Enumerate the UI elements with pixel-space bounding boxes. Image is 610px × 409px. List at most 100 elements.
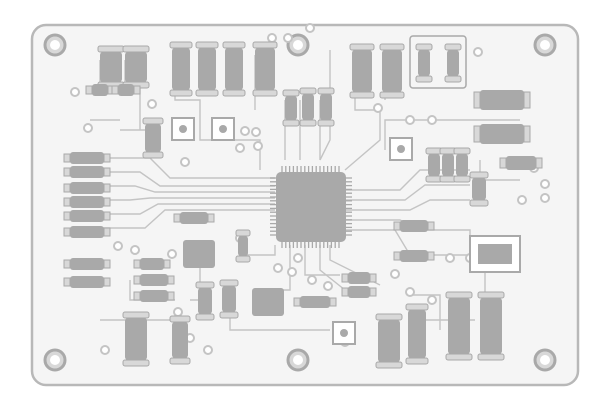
- component-lead: [293, 297, 301, 307]
- via: [445, 253, 455, 263]
- via: [293, 253, 303, 263]
- component-lead: [207, 213, 215, 223]
- component-lead: [379, 91, 405, 99]
- axial-component: [225, 48, 243, 90]
- axial-component: [506, 156, 536, 170]
- component-lead: [219, 279, 239, 287]
- axial-component: [198, 48, 216, 90]
- axial-component: [382, 50, 402, 92]
- axial-component: [428, 154, 440, 176]
- via: [113, 241, 123, 251]
- axial-component: [456, 154, 468, 176]
- component-lead: [169, 89, 193, 97]
- component-lead: [405, 303, 429, 311]
- via: [390, 269, 400, 279]
- component-lead: [415, 43, 433, 51]
- via: [540, 193, 550, 203]
- trace: [240, 245, 276, 256]
- component-lead: [499, 157, 507, 169]
- mounting-hole-center: [50, 40, 60, 50]
- axial-component: [70, 166, 104, 178]
- via: [540, 179, 550, 189]
- component-lead: [167, 291, 175, 301]
- component-lead: [173, 213, 181, 223]
- component-lead: [169, 41, 193, 49]
- component-lead: [169, 357, 191, 365]
- component-lead: [133, 291, 141, 301]
- trace: [345, 184, 470, 201]
- via: [405, 287, 415, 297]
- axial-component: [125, 318, 147, 360]
- components: [43, 23, 557, 372]
- axial-component: [172, 322, 188, 358]
- component-lead: [349, 43, 375, 51]
- component-lead: [133, 85, 141, 95]
- microcontroller-chip: [276, 172, 346, 242]
- axial-component: [320, 94, 332, 120]
- component-lead: [535, 157, 543, 169]
- component-lead: [111, 85, 119, 95]
- component-lead: [195, 313, 215, 321]
- axial-component: [70, 182, 104, 194]
- component-lead: [63, 167, 71, 177]
- component-lead: [252, 89, 278, 97]
- axial-component: [70, 258, 104, 270]
- trace: [90, 203, 275, 215]
- axial-component: [400, 220, 428, 232]
- component-lead: [349, 91, 375, 99]
- component-lead: [317, 87, 335, 95]
- component-lead: [103, 167, 111, 177]
- component-lead: [341, 287, 349, 297]
- component-lead: [445, 291, 473, 299]
- component-lead: [427, 221, 435, 231]
- via: [405, 115, 415, 125]
- axial-component: [70, 196, 104, 208]
- component-lead: [393, 251, 401, 261]
- component-lead: [427, 251, 435, 261]
- via: [70, 87, 80, 97]
- component-lead: [379, 43, 405, 51]
- component-lead: [477, 291, 505, 299]
- component-lead: [222, 89, 246, 97]
- trace: [90, 171, 275, 187]
- component-lead: [477, 353, 505, 361]
- axial-component: [118, 84, 134, 96]
- axial-component: [70, 226, 104, 238]
- component-lead: [469, 171, 489, 179]
- axial-component: [255, 48, 275, 90]
- via: [203, 345, 213, 355]
- axial-component: [140, 274, 168, 286]
- trace: [345, 199, 470, 211]
- axial-component: [447, 50, 459, 76]
- axial-component: [400, 250, 428, 262]
- via: [173, 307, 183, 317]
- trace: [90, 185, 275, 193]
- axial-component: [448, 298, 470, 354]
- component-lead: [103, 277, 111, 287]
- component-lead: [63, 211, 71, 221]
- connector-outline: [409, 35, 467, 89]
- component-lead: [63, 259, 71, 269]
- component-lead: [235, 255, 251, 263]
- component-lead: [299, 119, 317, 127]
- via: [307, 275, 317, 285]
- component-lead: [252, 41, 278, 49]
- axial-component: [222, 286, 236, 312]
- via: [427, 115, 437, 125]
- component-lead: [103, 227, 111, 237]
- component-lead: [195, 281, 215, 289]
- component-lead: [103, 197, 111, 207]
- pad-hole: [219, 125, 227, 133]
- component-lead: [405, 357, 429, 365]
- via: [130, 245, 140, 255]
- via: [251, 127, 261, 137]
- via: [283, 33, 293, 43]
- component-lead: [103, 153, 111, 163]
- axial-component: [472, 178, 486, 200]
- axial-component: [180, 212, 208, 224]
- axial-component: [302, 94, 314, 120]
- component-lead: [63, 277, 71, 287]
- axial-component: [140, 290, 168, 302]
- component-lead: [375, 313, 403, 321]
- component-lead: [415, 75, 433, 83]
